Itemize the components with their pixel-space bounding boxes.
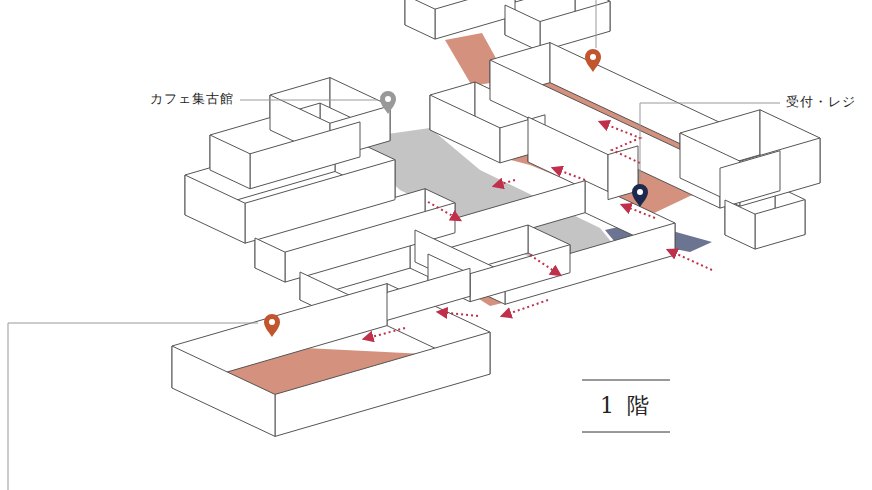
route-arrows	[364, 122, 712, 339]
route-arrow	[553, 168, 585, 180]
wall	[435, 0, 515, 39]
wall	[470, 245, 570, 302]
pin-dot	[637, 189, 643, 195]
wall	[255, 238, 285, 282]
title-rule	[582, 432, 670, 433]
pin-dot	[269, 319, 275, 325]
leader-line	[240, 100, 378, 101]
map-pin	[264, 314, 280, 337]
wall	[185, 175, 245, 243]
pin-body	[585, 49, 601, 72]
route-arrow	[502, 300, 548, 316]
route-arrow	[622, 205, 655, 218]
leader-lines	[8, 0, 780, 490]
wall	[430, 95, 500, 163]
wall	[505, 5, 540, 52]
wall	[725, 200, 755, 249]
pin-body	[264, 314, 280, 337]
pin-body	[380, 91, 396, 114]
route-arrow	[428, 202, 460, 220]
route-arrow	[438, 312, 478, 316]
map-pin	[380, 91, 396, 114]
leader-line	[596, 0, 597, 48]
walls	[172, 0, 820, 436]
wall	[275, 332, 490, 436]
route-arrow	[364, 328, 405, 339]
floor-title: 1 階	[600, 393, 652, 419]
place-label: 受付・レジ	[786, 94, 856, 110]
route-arrow	[600, 122, 640, 163]
wall	[210, 135, 250, 189]
wall	[490, 60, 720, 208]
pin-dot	[590, 54, 596, 60]
leader-line	[8, 323, 258, 490]
title-rule	[582, 380, 670, 381]
place-label: カフェ集古館	[150, 91, 234, 107]
wall	[405, 0, 435, 39]
route-arrow	[668, 250, 712, 270]
wall	[172, 346, 275, 436]
leader-line	[640, 103, 780, 180]
map-pin	[585, 49, 601, 72]
route-arrow	[530, 255, 560, 275]
pin-dot	[385, 96, 391, 102]
wall	[755, 200, 805, 250]
map-pin	[632, 184, 648, 207]
pin-body	[632, 184, 648, 207]
route-arrow	[494, 180, 515, 186]
wall	[720, 151, 780, 208]
map-pins	[264, 49, 648, 337]
